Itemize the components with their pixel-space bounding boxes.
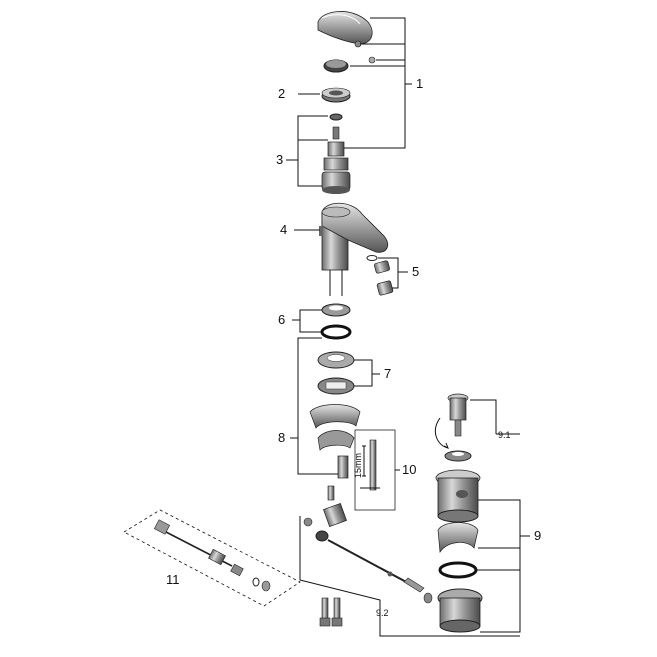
- lever-handle-part: [317, 11, 376, 64]
- callout-2: 2: [278, 86, 285, 101]
- callout-9-1: 9.1: [498, 430, 511, 440]
- washer-oring-part: [320, 303, 352, 340]
- faucet-body-part: [319, 202, 389, 296]
- popup-rod-part: [303, 503, 433, 604]
- callout-11: 11: [166, 572, 180, 587]
- callout-1: 1: [416, 76, 423, 91]
- cartridge-nut-part: [321, 87, 351, 103]
- fixing-set-part: [309, 404, 361, 501]
- cartridge-part: [321, 113, 351, 194]
- aerator-part: [366, 255, 394, 296]
- base-plates-part: [317, 351, 355, 395]
- hose-kit-part: [123, 509, 301, 607]
- callout-labels: 1 2 3 4 5 6 7 8 9 9.1 9.2 10 11 15mm: [166, 76, 541, 618]
- callout-6: 6: [278, 312, 285, 327]
- callout-5: 5: [412, 264, 419, 279]
- callout-3: 3: [276, 152, 283, 167]
- callout-4: 4: [280, 222, 287, 237]
- leader-lines: [286, 17, 530, 637]
- callout-8: 8: [278, 430, 285, 445]
- dimension-label: 15mm: [353, 453, 363, 478]
- callout-7: 7: [384, 366, 391, 381]
- callout-9-2: 9.2: [376, 608, 389, 618]
- cap-ring-part: [323, 59, 349, 73]
- callout-10: 10: [402, 462, 416, 477]
- waste-set-part: [435, 393, 483, 633]
- callout-9: 9: [534, 528, 541, 543]
- flex-hoses-part: [319, 597, 343, 627]
